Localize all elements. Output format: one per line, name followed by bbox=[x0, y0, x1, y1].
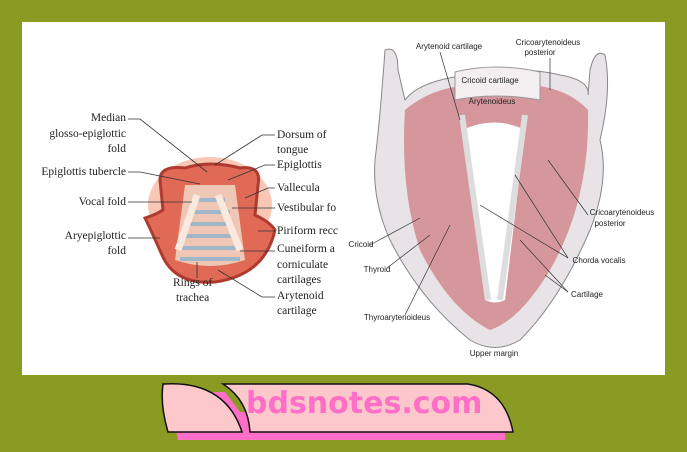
label-arytenoid-cartilage: Arytenoid cartilage bbox=[415, 42, 483, 51]
leader-lines bbox=[128, 118, 275, 298]
label-piriform: Piriform recc bbox=[277, 225, 338, 237]
chorda-vocalis bbox=[459, 114, 528, 301]
label-upper-margin: Upper margin bbox=[469, 349, 519, 358]
banner-body bbox=[220, 383, 514, 433]
label-thyroid: Thyroid bbox=[363, 265, 391, 274]
label-vestibular: Vestibular fo bbox=[277, 202, 337, 214]
banner-leaf bbox=[161, 382, 244, 433]
label-corniculate: corniculate bbox=[277, 259, 329, 271]
label-cartilages: cartilages bbox=[277, 274, 322, 286]
label-median: Median bbox=[90, 112, 126, 124]
label-cartilage-right: Cartilage bbox=[570, 290, 604, 299]
label-cuneiform: Cuneiform a bbox=[277, 243, 335, 255]
label-posterior-side: posterior bbox=[594, 219, 626, 228]
label-aryepiglottic: Aryepiglottic bbox=[64, 230, 126, 242]
label-dorsum: Dorsum of bbox=[277, 129, 327, 141]
label-rings-of: Rings of bbox=[173, 277, 213, 289]
label-trachea: trachea bbox=[176, 292, 210, 304]
label-chorda-vocalis: Chorda vocalis bbox=[572, 256, 626, 265]
label-cricoid-cartilage: Cricoid cartilage bbox=[461, 76, 519, 85]
label-arytenoid: Arytenoid bbox=[277, 290, 324, 302]
label-arytenoideus: Arytenoideus bbox=[468, 97, 516, 106]
label-tongue: tongue bbox=[277, 144, 309, 156]
label-cricoid: Cricoid bbox=[348, 240, 374, 249]
cricoid-lamina bbox=[454, 66, 541, 101]
label-epiglottis-tubercle: Epiglottis tubercle bbox=[41, 166, 126, 178]
label-posterior-top: posterior bbox=[524, 48, 556, 57]
label-cartilage: cartilage bbox=[277, 305, 317, 317]
vocal-folds bbox=[174, 193, 244, 252]
label-cricoarytenoideus-side: Cricoarytenoideus bbox=[589, 208, 655, 217]
label-vallecula: Vallecula bbox=[277, 182, 320, 194]
right-leader-lines bbox=[369, 51, 589, 316]
label-glosso-epiglottic: glosso-epiglottic bbox=[49, 128, 126, 140]
label-cricoarytenoideus-top: Cricoarytenoideus bbox=[515, 38, 581, 47]
label-thyroarytenoideus: Thyroarytenoideus bbox=[363, 313, 431, 322]
label-epiglottis: Epiglottis bbox=[277, 159, 322, 171]
label-vocal-fold: Vocal fold bbox=[78, 196, 126, 208]
brand-logo-text: bdsnotes.com bbox=[246, 386, 483, 421]
label-fold: fold bbox=[107, 143, 126, 155]
glottic-opening bbox=[462, 122, 525, 303]
label-aryepiglottic-fold: fold bbox=[107, 245, 126, 257]
